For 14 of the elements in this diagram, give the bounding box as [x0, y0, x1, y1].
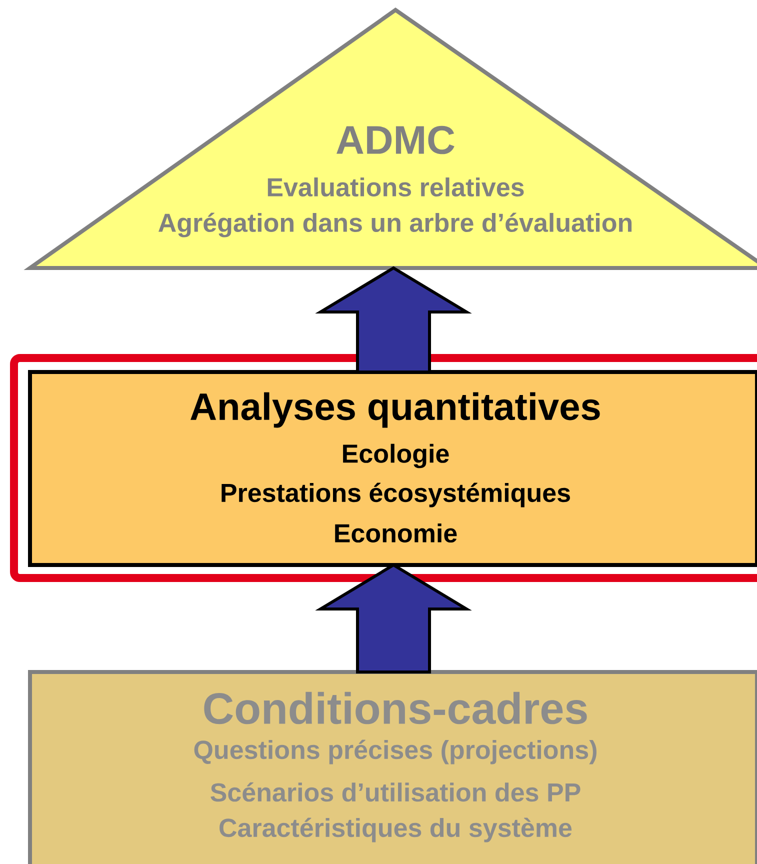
text-line: Ecologie — [343, 444, 449, 468]
rectangle-box — [10, 354, 757, 582]
heading: Analyses quantitatives — [190, 392, 600, 428]
text-line: Evaluations relatives — [268, 177, 524, 197]
rectangle-box — [28, 670, 757, 864]
heading: Conditions-cadres — [204, 692, 587, 724]
text-line: Questions précises (projections) — [194, 740, 596, 764]
text-line: Economie — [335, 523, 457, 543]
text-line: Agrégation dans un arbre d’évaluation — [158, 212, 632, 238]
text-line: Prestations écosystémiques — [222, 482, 570, 508]
text-line: Caractéristiques du système — [220, 818, 572, 842]
text-line: Scénarios d’utilisation des PP — [210, 782, 580, 802]
heading: ADMC — [336, 126, 454, 154]
block-arrow — [315, 266, 472, 374]
